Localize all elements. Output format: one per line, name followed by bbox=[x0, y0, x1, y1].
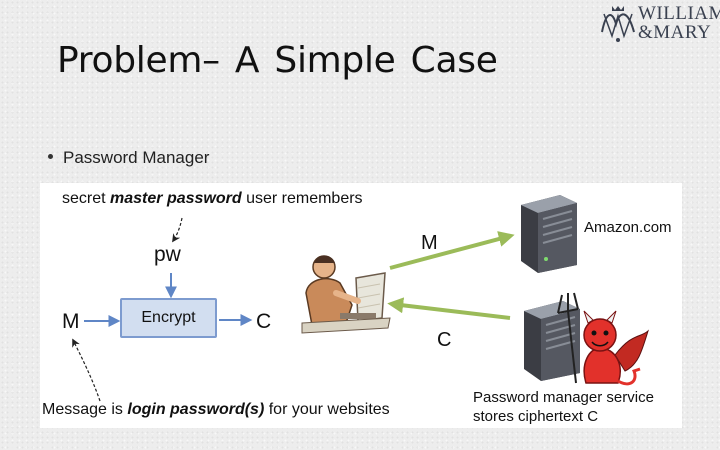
login-password-caption: Message is login password(s) for your we… bbox=[42, 401, 390, 418]
diagram-panel: secret master password user remembers pw… bbox=[40, 183, 682, 428]
diagram-lines bbox=[72, 195, 649, 402]
user-at-computer-icon bbox=[301, 255, 391, 334]
service-caption-line-2: stores ciphertext C bbox=[473, 408, 599, 425]
m-to-amazon-arrow bbox=[389, 231, 515, 270]
pw-label: pw bbox=[154, 243, 181, 266]
monogram-icon bbox=[601, 6, 635, 42]
encrypt-box: Encrypt bbox=[120, 298, 217, 338]
bullet-text: Password Manager bbox=[63, 148, 210, 167]
master-password-caption: secret master password user remembers bbox=[62, 190, 363, 207]
c-transfer-label: C bbox=[437, 329, 452, 351]
master-password-pointer bbox=[172, 217, 183, 243]
password-manager-server-icon bbox=[524, 301, 580, 381]
bullet-item: Password Manager bbox=[48, 148, 209, 168]
william-mary-logo: WILLIAM &MARY bbox=[598, 2, 720, 46]
service-caption: Password manager service stores cipherte… bbox=[473, 388, 654, 426]
amazon-label: Amazon.com bbox=[584, 219, 672, 236]
service-caption-line-1: Password manager service bbox=[473, 389, 654, 406]
bullet-dot-icon bbox=[48, 154, 53, 160]
m-transfer-label: M bbox=[421, 232, 438, 254]
amazon-server-icon bbox=[521, 195, 577, 273]
m-input-label: M bbox=[62, 310, 80, 333]
slide-title: Problem– A Simple Case bbox=[57, 40, 498, 81]
c-to-service-arrow bbox=[387, 297, 511, 320]
devil-icon bbox=[557, 292, 649, 386]
logo-line-2: &MARY bbox=[638, 22, 712, 43]
login-password-pointer bbox=[72, 338, 101, 402]
c-output-label: C bbox=[256, 310, 272, 333]
logo-line-1: WILLIAM bbox=[638, 3, 720, 24]
